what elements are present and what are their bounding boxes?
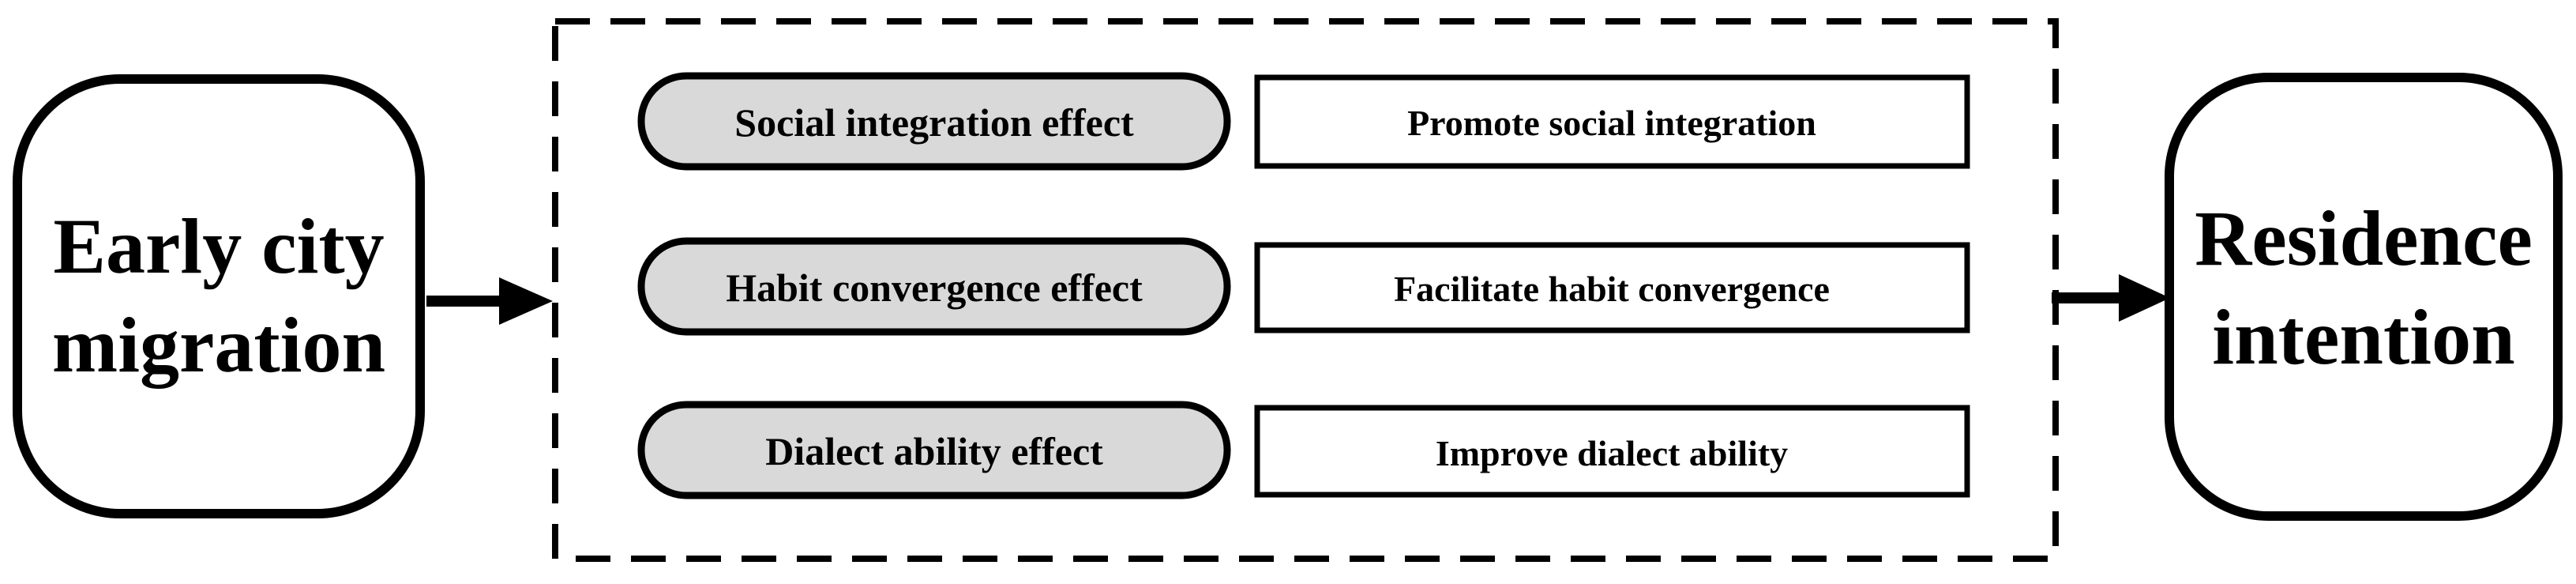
target-node-box xyxy=(2165,73,2563,521)
arrow-mechanisms-to-target xyxy=(2052,274,2170,322)
source-node-line1: Early city xyxy=(53,202,384,290)
target-node-line2: intention xyxy=(2212,293,2514,381)
source-node-box xyxy=(13,74,425,518)
pathway-label-habit: Facilitate habit convergence xyxy=(1394,269,1830,309)
pathway-box-dialect xyxy=(1254,405,1970,498)
arrow-source-to-mechanisms xyxy=(426,277,553,325)
source-node: Early city migration xyxy=(13,74,425,518)
effect-pill-dialect xyxy=(637,401,1231,499)
mechanism-container xyxy=(552,18,2059,562)
mechanism-row-social: Social integration effect Promote social… xyxy=(637,72,1970,171)
arrowhead-left xyxy=(499,277,553,325)
pathway-box-social xyxy=(1254,74,1970,169)
effect-label-dialect: Dialect ability effect xyxy=(765,429,1103,473)
effect-label-social: Social integration effect xyxy=(734,100,1134,145)
mechanism-row-habit: Habit convergence effect Facilitate habi… xyxy=(637,237,1970,336)
pathway-label-social: Promote social integration xyxy=(1407,103,1816,143)
mechanism-row-dialect: Dialect ability effect Improve dialect a… xyxy=(637,401,1970,499)
effect-label-habit: Habit convergence effect xyxy=(726,266,1143,310)
pathway-box-habit xyxy=(1254,242,1970,333)
effect-pill-habit xyxy=(637,237,1231,336)
target-node: Residence intention xyxy=(2165,73,2563,521)
source-node-line2: migration xyxy=(52,301,385,389)
effect-pill-social xyxy=(637,72,1231,171)
arrowhead-right xyxy=(2119,274,2170,322)
pathway-label-dialect: Improve dialect ability xyxy=(1436,433,1788,473)
target-node-line1: Residence xyxy=(2195,194,2533,282)
